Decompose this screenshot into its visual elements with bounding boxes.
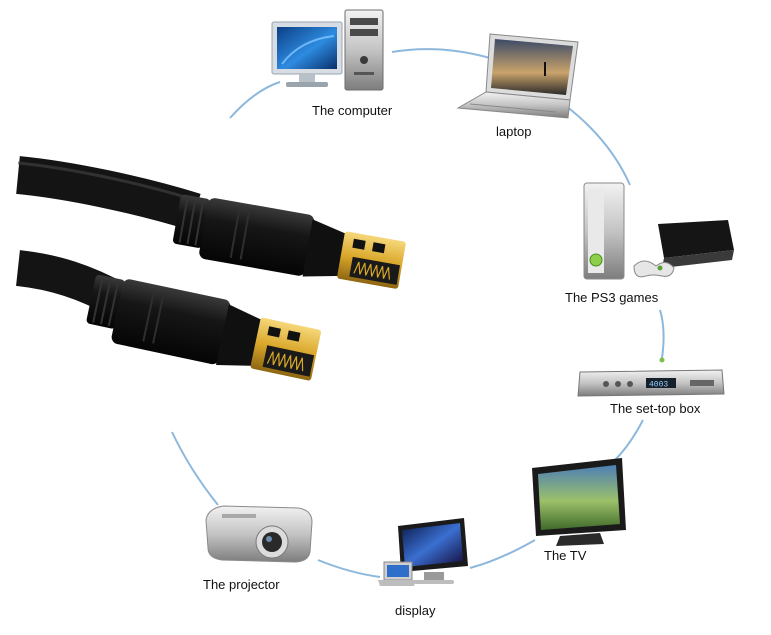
tv-icon — [532, 458, 626, 546]
monitor-icon — [378, 518, 468, 586]
desktop-computer-icon — [271, 9, 384, 91]
projector-icon — [205, 505, 313, 563]
label-ps3: The PS3 games — [565, 290, 659, 305]
set-top-box-icon: 4003 — [577, 357, 725, 397]
label-set-top-box: The set-top box — [610, 401, 701, 416]
label-laptop: laptop — [496, 124, 532, 139]
game-console-icon — [583, 182, 734, 280]
label-display: display — [395, 603, 436, 618]
label-tv: The TV — [544, 548, 587, 563]
connection-ring — [171, 48, 665, 578]
set-top-box-display: 4003 — [649, 381, 668, 390]
arc-display-projector — [317, 559, 381, 578]
arc-ps3-settop — [659, 309, 665, 359]
arc-laptop-ps3 — [565, 105, 631, 186]
lower-cable — [15, 250, 321, 381]
label-projector: The projector — [203, 577, 280, 592]
arc-projector-up — [171, 431, 219, 506]
arc-computer-left — [229, 81, 281, 119]
arc-computer-laptop — [391, 48, 491, 59]
arc-tv-display — [469, 539, 536, 569]
upper-cable — [16, 156, 406, 289]
hdmi-cable-icon — [15, 156, 406, 381]
laptop-icon — [456, 33, 579, 119]
arc-settop-tv — [614, 419, 644, 461]
label-computer: The computer — [312, 103, 393, 118]
